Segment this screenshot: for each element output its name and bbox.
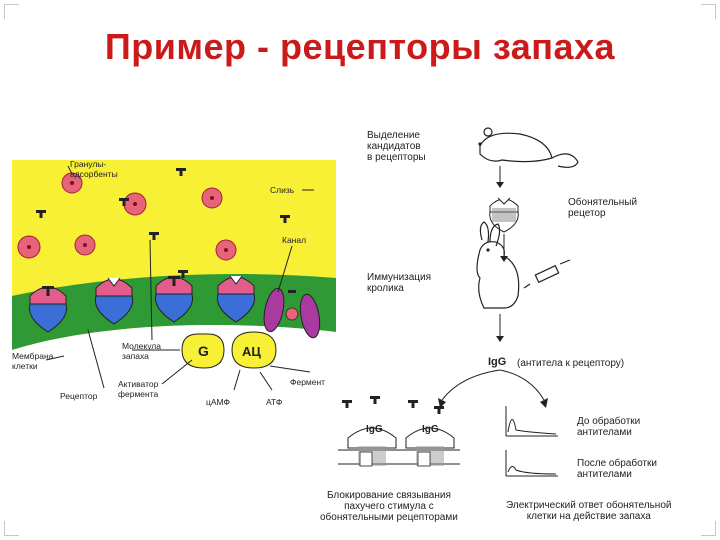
corner-mark xyxy=(4,4,19,19)
receptor-icon xyxy=(489,197,519,233)
receptor-caption: Обонятельный рецетор xyxy=(568,197,638,219)
corner-mark xyxy=(701,521,716,536)
pointer-arrows xyxy=(45,165,314,391)
g-protein xyxy=(181,333,225,369)
step-immunization-label: Иммунизация кролика xyxy=(367,272,432,294)
blocking-caption: Блокирование связывания пахучего стимула… xyxy=(320,490,458,523)
receptor xyxy=(216,275,256,323)
granule xyxy=(201,187,223,209)
granule xyxy=(215,239,237,261)
channel-label: Канал xyxy=(282,235,307,245)
olfactory-cell-diagram: G АЦ xyxy=(12,160,336,420)
rabbit-icon xyxy=(476,221,520,309)
adenylate-cyclase xyxy=(231,331,277,369)
experiment-flow: IgG IgG xyxy=(338,127,579,477)
odorant-label: Молекула запаха xyxy=(122,341,161,361)
igg-label: IgG xyxy=(488,356,507,368)
igg-note: (антитела к рецептору) xyxy=(517,358,625,369)
receptor-label: Рецептор xyxy=(60,391,98,401)
slide-title: Пример - рецепторы запаха xyxy=(104,26,616,67)
response-trace-after xyxy=(505,450,558,477)
corner-mark xyxy=(4,521,19,536)
atp-label: АТФ xyxy=(266,397,283,407)
blocked-receptor xyxy=(347,427,397,467)
odorant-molecule xyxy=(36,168,290,278)
camp-label: цАМФ xyxy=(206,397,230,407)
receptor xyxy=(28,286,68,333)
mouse-icon xyxy=(478,127,579,168)
granule xyxy=(74,234,96,256)
odorant-molecule xyxy=(342,396,444,414)
blocked-receptor xyxy=(405,427,455,467)
receptor xyxy=(94,277,134,325)
enzyme-label: Фермент xyxy=(290,377,326,387)
granule xyxy=(123,192,147,216)
receptor xyxy=(154,276,194,323)
response-trace-before xyxy=(505,406,558,437)
cytoplasm xyxy=(12,325,336,420)
syringe-icon xyxy=(523,259,571,289)
activator-label: Активатор фермента xyxy=(118,379,159,399)
before-treatment-label: До обработки антителами xyxy=(577,416,641,438)
granules-label: Гранулы- адсорбенты xyxy=(70,159,118,179)
after-treatment-label: После обработки антителами xyxy=(577,458,657,480)
g-protein-label: G xyxy=(198,343,209,359)
corner-mark xyxy=(701,4,716,19)
ion-channel xyxy=(263,287,321,339)
membrane-label: Мембрана клетки xyxy=(12,351,54,371)
igg-badge-label: IgG xyxy=(366,424,383,435)
response-caption: Электрический ответ обонятельной клетки … xyxy=(506,500,672,522)
igg-badge-label: IgG xyxy=(422,424,439,435)
granule xyxy=(61,172,83,194)
step-isolation-label: Выделение кандидатов в рецепторы xyxy=(367,130,426,163)
granule xyxy=(17,235,41,259)
ac-label: АЦ xyxy=(242,344,261,359)
mucus-label: Слизь xyxy=(270,185,295,195)
